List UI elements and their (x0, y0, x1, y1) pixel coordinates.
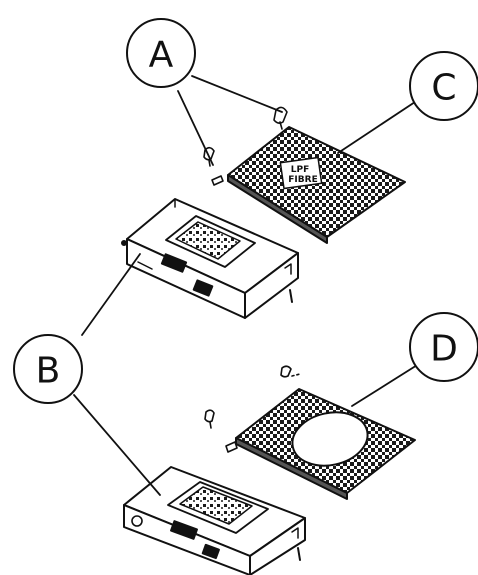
card-label-line2: FIBRE (288, 175, 317, 185)
card-label-line1: LPF (291, 165, 309, 175)
callout-label-a: A (149, 35, 174, 76)
callout-label-d: D (430, 329, 458, 370)
callout-label-b: B (36, 351, 61, 392)
callout-label-c: C (431, 68, 456, 109)
lower-device-body (124, 467, 305, 575)
upper-expansion-card (228, 127, 405, 243)
lower-expansion-card (236, 389, 415, 499)
upper-device-body (122, 199, 298, 318)
